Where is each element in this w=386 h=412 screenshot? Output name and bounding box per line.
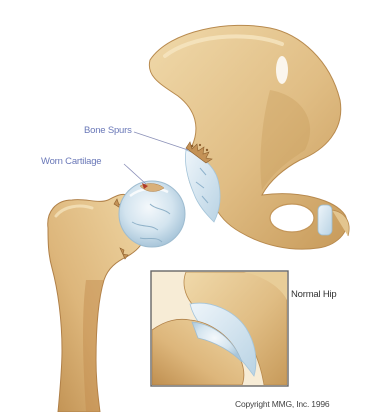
bone-spurs-leader [134,132,188,150]
bone-spurs-label: Bone Spurs [84,125,132,136]
copyright-text: Copyright MMG, Inc. 1996 [235,399,329,409]
worn-cartilage-label: Worn Cartilage [41,156,101,167]
femoral-head-worn [119,181,185,247]
normal-hip-label: Normal Hip [291,289,337,300]
worn-cartilage-leader [124,164,146,184]
normal-hip-inset [151,271,288,386]
